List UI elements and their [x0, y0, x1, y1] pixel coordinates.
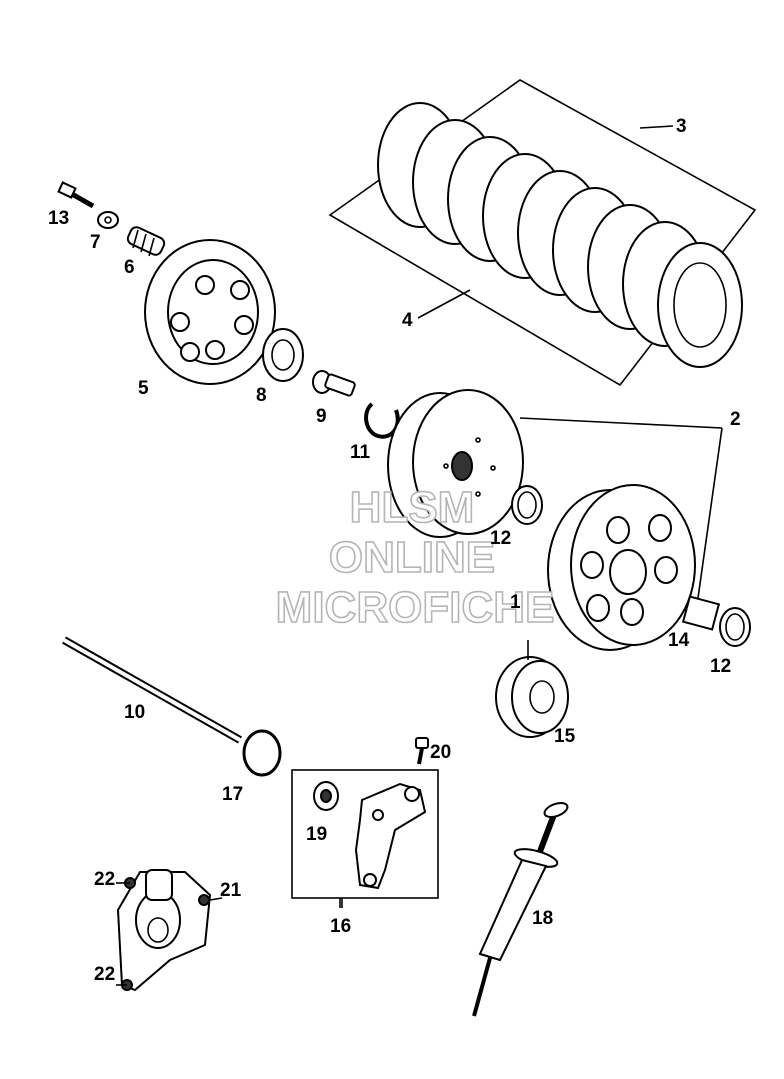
label-20: 20: [430, 742, 451, 763]
label-2: 2: [730, 409, 741, 430]
label-10: 10: [124, 702, 145, 723]
seal-19: [313, 781, 339, 811]
push-rod-10: [62, 636, 242, 744]
release-lever: [354, 782, 427, 890]
label-16: 16: [330, 916, 351, 937]
clutch-basket-1: [547, 484, 696, 651]
label-3: 3: [676, 116, 687, 137]
label-14: 14: [668, 630, 690, 651]
washer-12-upper: [511, 485, 543, 525]
label-13: 13: [48, 208, 69, 229]
label-17: 17: [222, 784, 243, 805]
gear-15: [495, 656, 569, 738]
leader-lines: [116, 125, 723, 986]
watermark: HLSM ONLINE MICROFICHE: [275, 482, 555, 633]
label-18: 18: [532, 908, 553, 929]
clutch-plate-stack: [328, 79, 757, 387]
label-5: 5: [138, 378, 149, 399]
nut-7: [97, 211, 119, 229]
bolt-13: [57, 181, 95, 209]
cover-21-22: [116, 869, 212, 992]
watermark-line-3: MICROFICHE: [276, 583, 555, 632]
clutch-lever-assembly-16: [291, 769, 439, 908]
watermark-line-2: ONLINE: [329, 533, 495, 582]
pressure-plate-5: [144, 239, 276, 385]
push-piece-9: [312, 370, 356, 397]
label-21: 21: [220, 880, 242, 901]
label-1: 1: [510, 592, 521, 613]
bushing-14: [681, 595, 721, 631]
clutch-hub-2: [387, 389, 524, 538]
grease-syringe-18: [472, 802, 569, 1017]
label-11: 11: [350, 442, 371, 463]
label-6: 6: [124, 257, 135, 278]
label-7: 7: [90, 232, 101, 253]
screw-20: [415, 737, 429, 765]
label-8: 8: [256, 385, 267, 406]
label-22-lower: 22: [94, 964, 115, 985]
label-9: 9: [316, 406, 327, 427]
label-12-lower: 12: [710, 656, 731, 677]
spring-6: [126, 226, 166, 257]
o-ring-17: [242, 729, 282, 777]
washer-12-lower: [719, 607, 751, 647]
label-15: 15: [554, 726, 576, 747]
label-12-upper: 12: [490, 528, 511, 549]
watermark-line-1: HLSM: [350, 483, 475, 532]
bearing-8: [262, 328, 304, 382]
label-4: 4: [402, 310, 413, 331]
label-19: 19: [306, 824, 327, 845]
label-22-upper: 22: [94, 869, 115, 890]
part-labels: 1 2 3 4 5 6 7 8 9 10 11 12 12 13 14 15 1…: [48, 116, 741, 985]
clutch-plates: [377, 102, 743, 368]
